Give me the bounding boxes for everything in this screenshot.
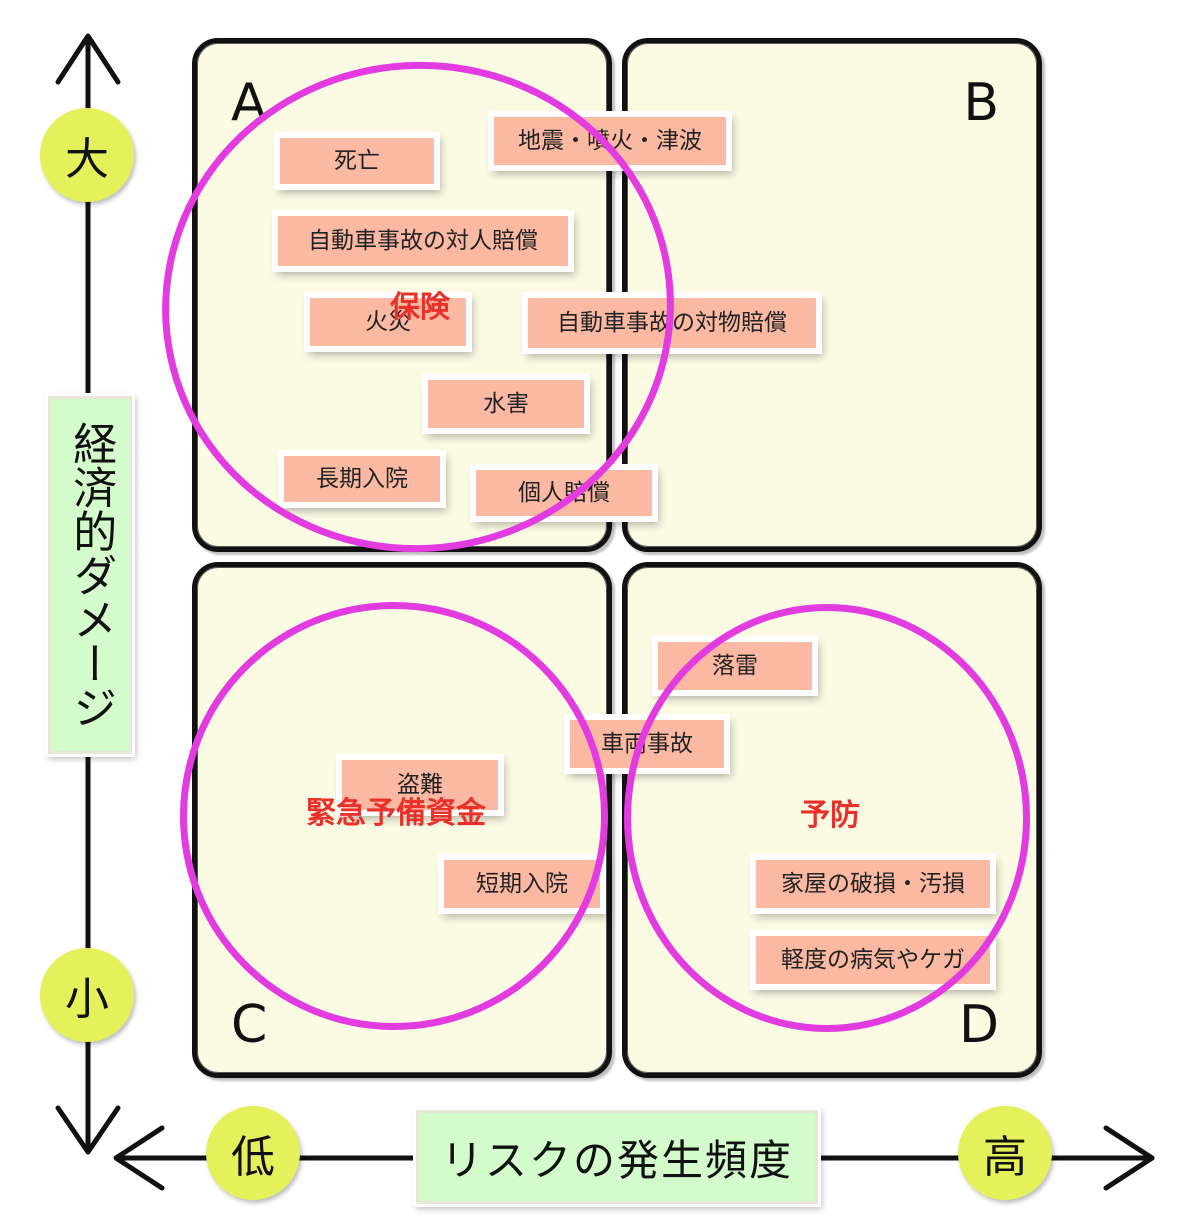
y-axis-arrowhead-down [55,1105,121,1155]
emergency-fund-circle [180,602,608,1030]
risk-tag: 火災 [310,298,466,346]
strategy-label-emergency-fund: 緊急予備資金 [306,796,486,831]
risk-tag: 地震・噴火・津波 [494,117,726,165]
risk-tag: 自動車事故の対物賠償 [528,298,816,348]
strategy-label-insurance: 保険 [390,290,450,325]
y-axis-arrowhead-up [55,33,121,85]
quadrant-b-letter: B [963,73,999,133]
risk-tag: 個人賠償 [476,470,652,516]
x-axis-arrowhead-right [1103,1125,1155,1191]
y-axis-high-badge: 大 [40,108,134,202]
x-axis-low-badge: 低 [206,1106,300,1200]
y-axis-low-badge: 小 [40,948,134,1042]
quadrant-c-letter: C [231,995,268,1055]
risk-tag: 水害 [428,380,584,428]
y-axis-title: 経済的ダメージ [48,396,132,754]
quadrant-a-letter: A [231,73,267,133]
x-axis-title: リスクの発生頻度 [416,1110,818,1204]
x-axis-arrowhead-left [113,1125,165,1191]
quadrant-d-letter: D [958,995,999,1055]
prevention-circle [624,604,1030,1032]
strategy-label-prevention: 予防 [800,798,860,833]
risk-tag: 死亡 [280,138,434,184]
quadrant-b: B [622,38,1042,552]
x-axis-high-badge: 高 [958,1106,1052,1200]
risk-tag: 自動車事故の対人賠償 [278,216,568,266]
risk-tag: 長期入院 [284,456,440,502]
